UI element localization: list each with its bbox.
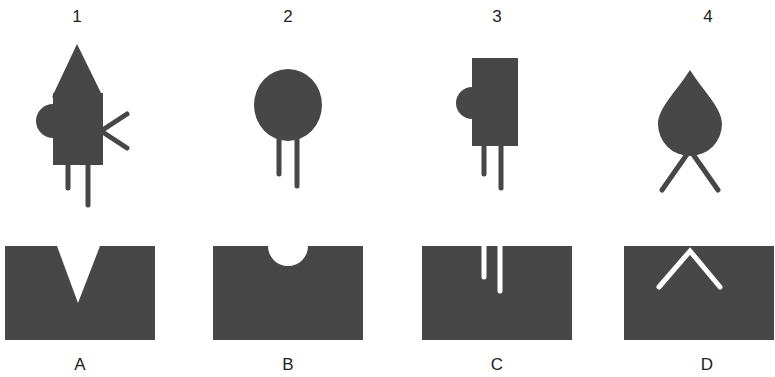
figure-bump [456, 87, 488, 119]
block-cuts [484, 243, 720, 291]
figure-leg [662, 150, 690, 190]
block-slots [422, 246, 572, 340]
block-round-notch [213, 246, 363, 340]
figure-number: 1 [72, 8, 81, 25]
figure-number: 3 [492, 8, 501, 25]
groove-cut [659, 251, 720, 287]
block-v-notch [5, 246, 155, 340]
block-letter: D [701, 356, 713, 373]
figure-bump [36, 104, 70, 138]
figure-cone [52, 44, 103, 97]
block-groove [624, 246, 774, 340]
slot-cut [498, 243, 503, 291]
figure-drop [658, 70, 722, 156]
figure-lines [68, 114, 718, 205]
figure-leg [277, 138, 282, 174]
figure-leg [86, 163, 91, 205]
figure-head [254, 69, 322, 141]
figures [5, 44, 774, 340]
figure-number: 2 [283, 8, 292, 25]
block-letter: B [282, 356, 293, 373]
figure-prong [101, 114, 127, 131]
figure-leg [295, 138, 300, 186]
slot-cut [482, 243, 487, 277]
figure-leg [66, 163, 71, 188]
block-letter: C [491, 356, 503, 373]
figure-leg [482, 144, 487, 174]
figure-number: 4 [703, 8, 712, 25]
figure-prong [101, 131, 127, 148]
block-letter: A [74, 356, 85, 373]
figure-leg [499, 144, 504, 188]
figure-leg [690, 150, 718, 190]
